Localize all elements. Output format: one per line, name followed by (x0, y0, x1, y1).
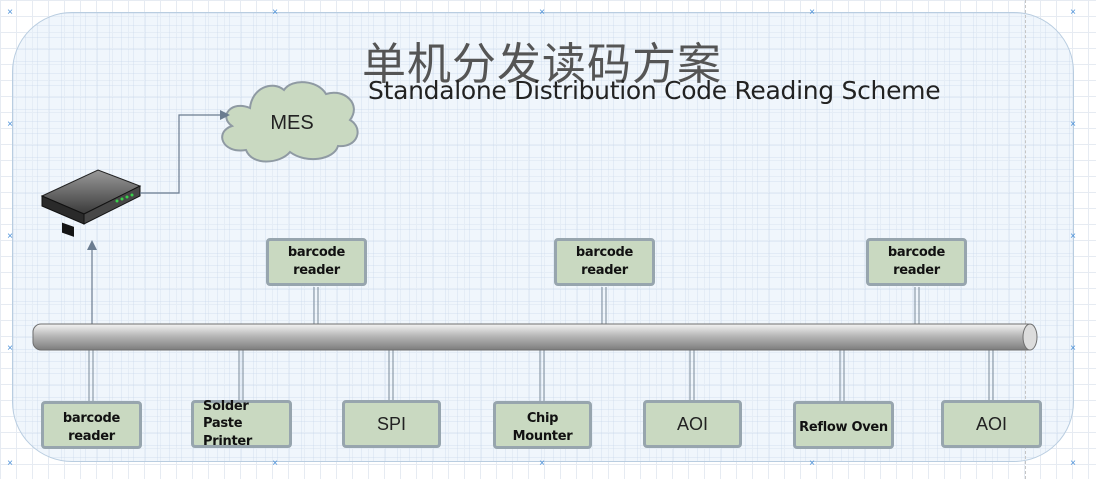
canvas-marker: × (7, 458, 13, 469)
canvas-marker: × (7, 119, 13, 130)
canvas-marker: × (1070, 7, 1076, 18)
canvas-marker: × (539, 458, 545, 469)
canvas-marker: × (272, 458, 278, 469)
canvas-marker: × (7, 231, 13, 242)
network-router-icon (40, 169, 142, 237)
connectors (88, 287, 994, 401)
station-reflow-oven: Reflow Oven (793, 401, 894, 449)
mes-label: MES (270, 112, 314, 134)
mes-cloud (221, 81, 359, 163)
station-chip-mounter: Chip Mounter (493, 401, 592, 449)
canvas-marker: × (809, 458, 815, 469)
station-aoi-1: AOI (643, 400, 742, 448)
diagram-panel (12, 12, 1074, 462)
canvas-marker: × (1070, 343, 1076, 354)
canvas-marker: × (7, 7, 13, 18)
title-chinese: 单机分发读码方案 (362, 39, 722, 90)
top-barcode-reader-1: barcode reader (266, 238, 367, 286)
top-barcode-reader-2: barcode reader (554, 238, 655, 286)
canvas-marker: × (1070, 458, 1076, 469)
title-english: Standalone Distribution Code Reading Sch… (368, 76, 941, 105)
canvas-guide-line (1025, 0, 1026, 479)
router-to-mes-connector (140, 110, 230, 194)
station-barcode-reader: barcode reader (41, 401, 142, 449)
station-solder-paste-printer: Solder Paste Printer (191, 399, 292, 449)
canvas-marker: × (1070, 119, 1076, 130)
station-aoi-2: AOI (941, 400, 1042, 448)
canvas-marker: × (272, 7, 278, 18)
canvas-marker: × (1070, 231, 1076, 242)
data-bus (32, 323, 1038, 351)
top-barcode-reader-3: barcode reader (866, 238, 967, 286)
station-spi: SPI (342, 400, 441, 448)
canvas-marker: × (539, 7, 545, 18)
canvas-marker: × (7, 343, 13, 354)
canvas-marker: × (809, 7, 815, 18)
